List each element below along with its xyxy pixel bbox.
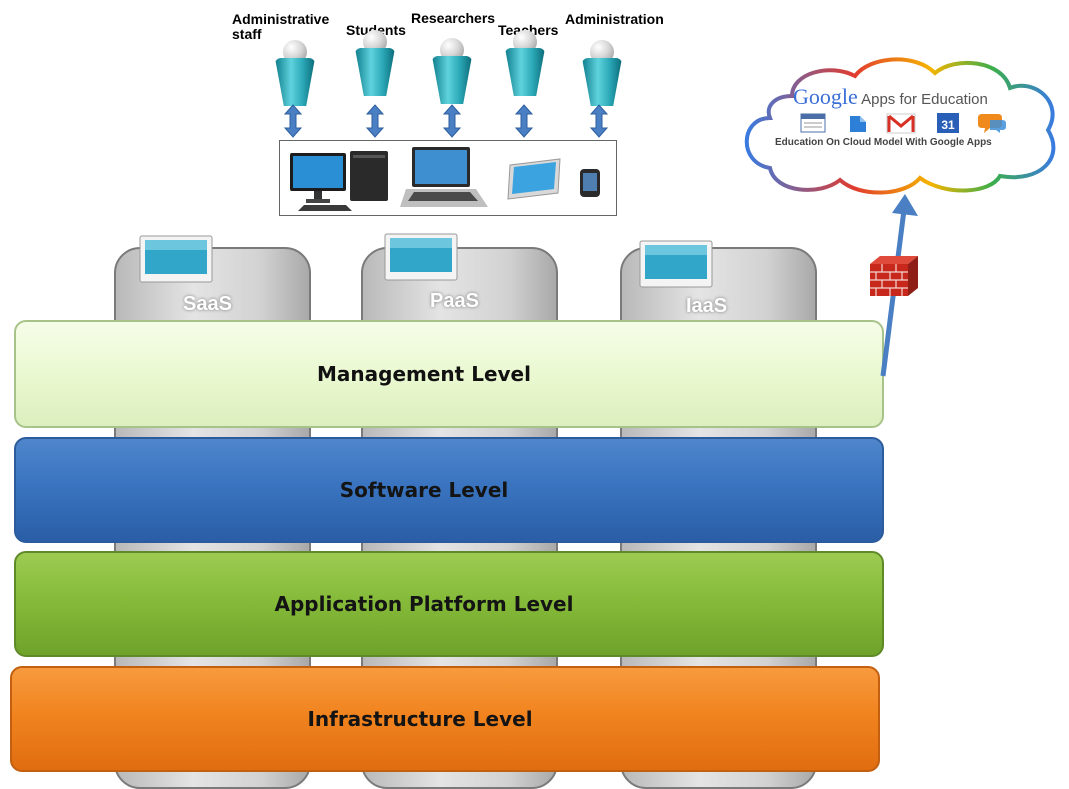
document-icon	[800, 113, 826, 133]
calendar-icon: 31	[937, 113, 959, 133]
user-icon-researchers	[432, 38, 472, 104]
gmail-icon	[886, 113, 916, 134]
management-level: Management Level	[14, 320, 884, 428]
software-level-label: Software Level	[339, 478, 509, 502]
infrastructure-level-label: Infrastructure Level	[307, 707, 533, 731]
user-label-administration: Administration	[565, 11, 664, 27]
user-label-administrative-staff: Administrative staff	[232, 11, 330, 42]
desktop-computer-icon	[290, 151, 388, 211]
user-icon-administrative-staff	[275, 40, 315, 106]
software-level: Software Level	[14, 437, 884, 543]
saas-label: SaaS	[183, 293, 232, 315]
infrastructure-level: Infrastructure Level	[10, 666, 880, 772]
google-apps-subtitle: Education On Cloud Model With Google App…	[775, 137, 992, 148]
devices-panel	[279, 140, 617, 216]
laptop-icon	[400, 147, 488, 207]
google-logo: Google	[793, 84, 858, 109]
paas-label: PaaS	[430, 290, 479, 312]
application-platform-level: Application Platform Level	[14, 551, 884, 657]
user-icon-students	[355, 30, 395, 96]
monitor-icon	[139, 235, 213, 283]
monitor-icon	[639, 240, 713, 288]
apps-for-education-text: Apps for Education	[857, 91, 988, 108]
bidirectional-arrow-icon	[589, 104, 609, 138]
user-icon-administration	[582, 40, 622, 106]
google-apps-title: Google Apps for Education	[793, 84, 988, 110]
user-label-researchers: Researchers	[411, 10, 496, 26]
tablet-icon	[507, 158, 561, 200]
sites-icon	[850, 116, 866, 132]
management-level-label: Management Level	[317, 362, 531, 386]
smartphone-icon	[580, 169, 600, 197]
bidirectional-arrow-icon	[442, 104, 462, 138]
bidirectional-arrow-icon	[365, 104, 385, 138]
calendar-day-text: 31	[941, 118, 955, 132]
chat-icon	[978, 114, 1006, 133]
monitor-icon	[384, 233, 458, 281]
application-platform-level-label: Application Platform Level	[274, 592, 574, 616]
user-icon-teachers	[505, 30, 545, 96]
iaas-label: IaaS	[686, 295, 728, 317]
bidirectional-arrow-icon	[283, 104, 303, 138]
bidirectional-arrow-icon	[514, 104, 534, 138]
firewall-icon	[870, 256, 918, 296]
